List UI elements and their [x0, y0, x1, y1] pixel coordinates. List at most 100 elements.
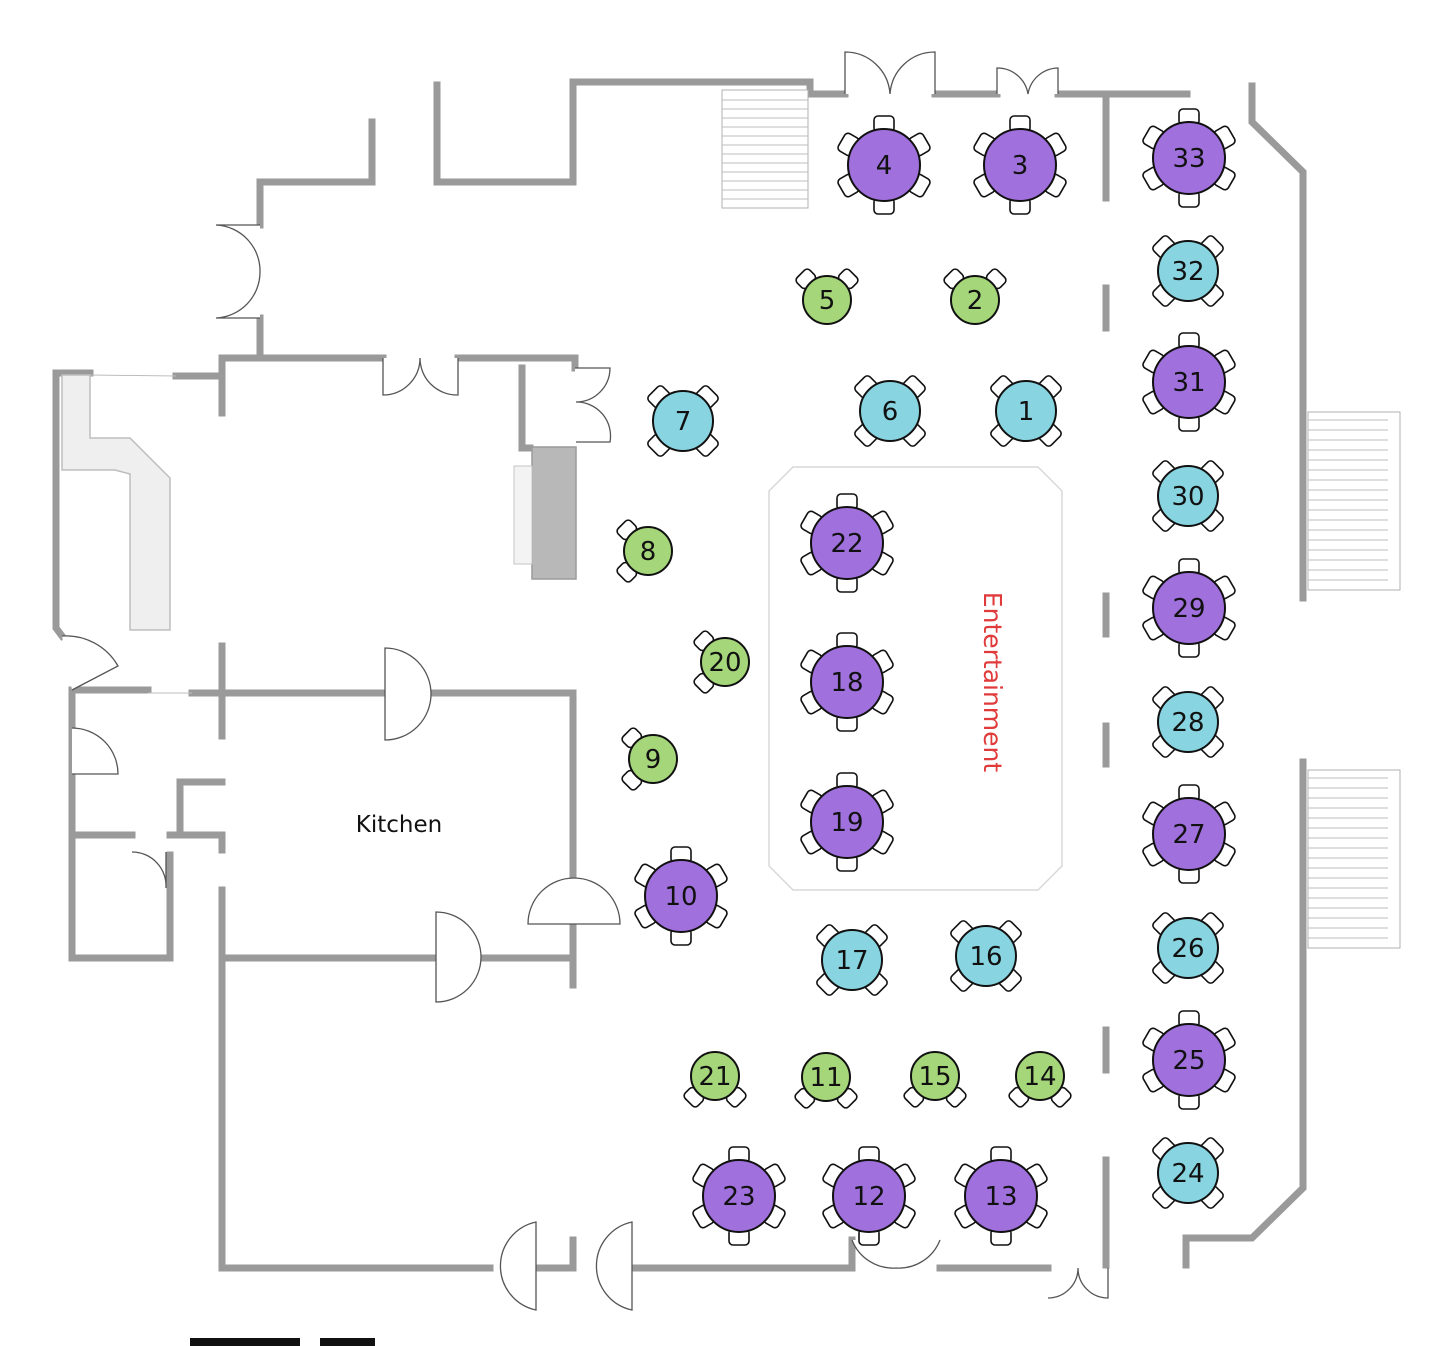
table-number: 3 [1012, 151, 1029, 181]
table-15[interactable]: 15 [902, 1051, 967, 1109]
table-number: 11 [809, 1063, 842, 1093]
table-top[interactable] [702, 1159, 776, 1233]
table-top[interactable] [1015, 1051, 1065, 1101]
table-top[interactable] [1152, 121, 1226, 195]
table-13[interactable]: 13 [954, 1146, 1049, 1246]
table-14[interactable]: 14 [1007, 1051, 1072, 1109]
table-number: 7 [675, 407, 692, 437]
table-top[interactable] [1157, 917, 1219, 979]
bar-counter [61, 374, 577, 631]
table-number: 33 [1172, 144, 1205, 174]
table-29[interactable]: 29 [1142, 558, 1237, 658]
table-number: 10 [664, 882, 697, 912]
table-31[interactable]: 31 [1142, 332, 1237, 432]
table-number: 21 [698, 1062, 731, 1092]
table-top[interactable] [910, 1051, 960, 1101]
table-top[interactable] [995, 380, 1057, 442]
table-top[interactable] [955, 925, 1017, 987]
table-32[interactable]: 32 [1151, 234, 1225, 308]
table-number: 29 [1172, 594, 1205, 624]
table-22[interactable]: 22 [800, 493, 895, 593]
table-24[interactable]: 24 [1151, 1136, 1225, 1210]
table-top[interactable] [810, 506, 884, 580]
table-top[interactable] [847, 128, 921, 202]
table-number: 19 [830, 808, 863, 838]
table-28[interactable]: 28 [1151, 685, 1225, 759]
table-30[interactable]: 30 [1151, 459, 1225, 533]
table-27[interactable]: 27 [1142, 784, 1237, 884]
table-23[interactable]: 23 [692, 1146, 787, 1246]
table-top[interactable] [1157, 1142, 1219, 1204]
table-number: 20 [708, 648, 741, 678]
table-7[interactable]: 7 [646, 384, 720, 458]
table-top[interactable] [832, 1159, 906, 1233]
table-number: 14 [1023, 1062, 1056, 1092]
table-25[interactable]: 25 [1142, 1010, 1237, 1110]
table-top[interactable] [700, 637, 750, 687]
doors [61, 51, 1109, 1311]
table-number: 28 [1171, 708, 1204, 738]
table-20[interactable]: 20 [692, 629, 750, 694]
table-number: 4 [876, 151, 893, 181]
table-number: 13 [984, 1182, 1017, 1212]
table-top[interactable] [1157, 240, 1219, 302]
table-top[interactable] [1152, 1023, 1226, 1097]
table-10[interactable]: 10 [634, 846, 729, 946]
table-top[interactable] [810, 645, 884, 719]
table-top[interactable] [801, 1052, 851, 1102]
table-5[interactable]: 5 [794, 267, 859, 325]
table-9[interactable]: 9 [620, 726, 678, 791]
table-number: 32 [1171, 257, 1204, 287]
table-top[interactable] [1152, 571, 1226, 645]
entertainment-label: Entertainment [978, 592, 1007, 773]
table-top[interactable] [690, 1051, 740, 1101]
table-number: 18 [830, 668, 863, 698]
table-top[interactable] [644, 859, 718, 933]
table-top[interactable] [964, 1159, 1038, 1233]
table-12[interactable]: 12 [822, 1146, 917, 1246]
table-number: 23 [722, 1182, 755, 1212]
table-19[interactable]: 19 [800, 772, 895, 872]
table-number: 6 [882, 397, 899, 427]
table-number: 5 [819, 286, 836, 316]
table-4[interactable]: 4 [837, 115, 932, 215]
table-top[interactable] [859, 380, 921, 442]
staircase-north [721, 89, 809, 209]
table-top[interactable] [1152, 797, 1226, 871]
table-8[interactable]: 8 [615, 518, 673, 583]
table-number: 15 [918, 1062, 951, 1092]
table-18[interactable]: 18 [800, 632, 895, 732]
table-17[interactable]: 17 [815, 923, 889, 997]
table-6[interactable]: 6 [853, 374, 927, 448]
table-2[interactable]: 2 [942, 267, 1007, 325]
table-top[interactable] [623, 526, 673, 576]
table-top[interactable] [1157, 691, 1219, 753]
table-number: 22 [830, 529, 863, 559]
table-number: 12 [852, 1182, 885, 1212]
table-top[interactable] [810, 785, 884, 859]
table-top[interactable] [652, 390, 714, 452]
table-number: 30 [1171, 482, 1204, 512]
table-16[interactable]: 16 [949, 919, 1023, 993]
table-26[interactable]: 26 [1151, 911, 1225, 985]
table-1[interactable]: 1 [989, 374, 1063, 448]
table-top[interactable] [983, 128, 1057, 202]
table-21[interactable]: 21 [682, 1051, 747, 1109]
table-11[interactable]: 11 [793, 1052, 858, 1110]
table-3[interactable]: 3 [973, 115, 1068, 215]
table-top[interactable] [821, 929, 883, 991]
table-top[interactable] [1152, 345, 1226, 419]
table-number: 25 [1172, 1046, 1205, 1076]
table-33[interactable]: 33 [1142, 108, 1237, 208]
staircase-east [1307, 411, 1401, 949]
table-number: 16 [969, 942, 1002, 972]
table-top[interactable] [950, 275, 1000, 325]
table-top[interactable] [1157, 465, 1219, 527]
table-top[interactable] [628, 734, 678, 784]
table-number: 9 [645, 745, 662, 775]
table-number: 17 [835, 946, 868, 976]
table-top[interactable] [802, 275, 852, 325]
walls [52, 78, 1307, 1272]
